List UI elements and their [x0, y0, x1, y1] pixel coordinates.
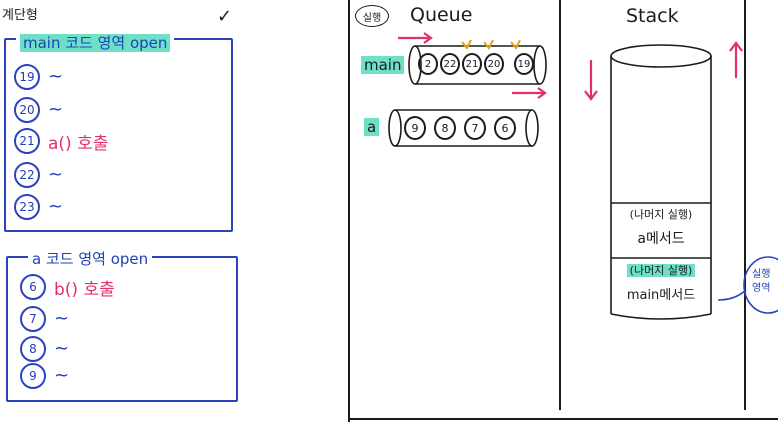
- line-text: ~: [48, 99, 64, 120]
- list-item: 9 ~: [20, 363, 69, 389]
- stack-frame-a: (나머지 실행) a메서드: [612, 206, 710, 248]
- list-item: 20 ~: [14, 97, 63, 123]
- line-text: ~: [48, 164, 64, 185]
- queue-item: 22: [440, 53, 460, 75]
- a-frame-label: a 코드 영역 open: [28, 248, 153, 269]
- queue-enter-arrow-icon: [398, 32, 433, 44]
- line-number: 23: [14, 194, 40, 220]
- queue-item: 6: [494, 116, 516, 140]
- a-queue-cylinder: [388, 109, 539, 147]
- stack-frame-main: (나머지 실행) main메서드: [612, 262, 710, 303]
- line-number: 22: [14, 162, 40, 188]
- line-text: ~: [48, 196, 64, 217]
- processed-tick-icon: [461, 39, 521, 50]
- queue-item: 20: [484, 53, 504, 75]
- stack-frame-name: a메서드: [637, 231, 685, 247]
- a-queue-label: a: [364, 118, 380, 136]
- queue-item: 19: [514, 53, 534, 75]
- main-frame-label: main 코드 영역 open: [16, 32, 175, 53]
- line-text: a() 호출: [48, 133, 109, 154]
- queue-title: Queue: [410, 4, 473, 26]
- stack-title: Stack: [626, 5, 679, 27]
- main-line-list: 19 ~ 20 ~ 21 a() 호출 22 ~ 23 ~: [4, 60, 229, 225]
- line-number: 19: [14, 64, 40, 90]
- check-mark-icon: ✓: [217, 6, 233, 27]
- queue-item: 7: [464, 116, 486, 140]
- header-title: 계단형: [2, 8, 38, 23]
- queue-exit-arrow-icon: [512, 87, 547, 99]
- line-text: ~: [54, 338, 70, 359]
- line-number: 21: [14, 128, 40, 154]
- side-note-pointer: [717, 289, 747, 301]
- stack-frame-note: (나머지 실행): [629, 208, 693, 221]
- line-text: ~: [54, 365, 70, 386]
- stack-pop-arrow-icon: [729, 41, 743, 78]
- line-number: 9: [20, 363, 46, 389]
- line-number: 8: [20, 336, 46, 362]
- side-note-text: 실행 영역: [752, 269, 771, 294]
- main-queue-items: 2 22 21 20 19: [418, 53, 534, 75]
- main-queue-label-text: main: [361, 56, 405, 74]
- a-queue-label-text: a: [364, 118, 380, 136]
- stack-frame-name: main메서드: [626, 288, 696, 303]
- line-number: 6: [20, 274, 46, 300]
- list-item: 7 ~: [20, 306, 69, 332]
- a-queue-items: 9 8 7 6: [404, 116, 516, 140]
- main-frame-label-text: main 코드 영역 open: [20, 34, 171, 52]
- line-text: b() 호출: [54, 279, 115, 300]
- line-text: ~: [48, 66, 64, 87]
- queue-item: 2: [418, 53, 438, 75]
- list-item: 8 ~: [20, 336, 69, 362]
- queue-item: 9: [404, 116, 426, 140]
- stack-push-arrow-icon: [584, 60, 598, 101]
- list-item: 21 a() 호출: [14, 128, 108, 154]
- side-note-circle: [743, 256, 778, 314]
- stack-frame-note: (나머지 실행): [612, 262, 710, 278]
- execute-badge: 실행: [355, 5, 389, 27]
- main-queue-label: main: [361, 56, 405, 74]
- line-number: 7: [20, 306, 46, 332]
- queue-item: 21: [462, 53, 482, 75]
- line-number: 20: [14, 97, 40, 123]
- list-item: 23 ~: [14, 194, 63, 220]
- list-item: 6 b() 호출: [20, 274, 115, 300]
- stack-frame-note-text: (나머지 실행): [626, 264, 696, 277]
- queue-item: 8: [434, 116, 456, 140]
- list-item: 19 ~: [14, 64, 63, 90]
- a-line-list: 6 b() 호출 7 ~ 8 ~ 9 ~: [10, 270, 230, 395]
- line-text: ~: [54, 308, 70, 329]
- list-item: 22 ~: [14, 162, 63, 188]
- stack-cylinder: [610, 44, 712, 320]
